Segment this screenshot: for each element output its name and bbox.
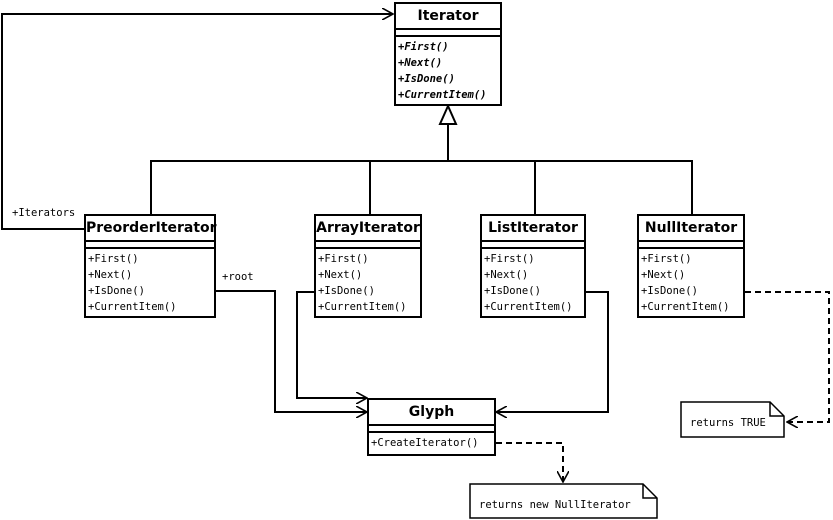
operations-compartment: +First() +Next() +IsDone() +CurrentItem(… xyxy=(396,35,500,103)
operation: +IsDone() xyxy=(641,285,698,297)
root-association xyxy=(216,290,367,412)
operation: +CurrentItem() xyxy=(484,301,573,313)
operation: +Next() xyxy=(318,269,363,281)
generalization-lines xyxy=(150,124,693,214)
operation: +IsDone() xyxy=(88,285,145,297)
iterator-class: Iterator +First() +Next() +IsDone() +Cur… xyxy=(394,2,502,106)
operations-compartment: +First() +Next() +IsDone() +CurrentItem(… xyxy=(639,247,743,315)
operations-compartment: +First() +Next() +IsDone() +CurrentItem(… xyxy=(316,247,420,315)
operations-compartment: +First() +Next() +IsDone() +CurrentItem(… xyxy=(86,247,214,315)
glyph-note-link xyxy=(496,442,563,482)
attributes-compartment xyxy=(482,240,584,247)
attributes-compartment xyxy=(396,28,500,35)
class-name: NullIterator xyxy=(644,220,738,236)
operation: +CurrentItem() xyxy=(318,301,407,313)
attributes-compartment xyxy=(86,240,214,247)
glyph-class: Glyph +CreateIterator() xyxy=(367,398,496,456)
note-shapes xyxy=(469,401,785,519)
iterators-association xyxy=(1,14,393,230)
operation: +IsDone() xyxy=(318,285,375,297)
operation: +Next() xyxy=(484,269,529,281)
operation: +Next() xyxy=(398,57,443,69)
operations-compartment: +First() +Next() +IsDone() +CurrentItem(… xyxy=(482,247,584,315)
operation: +First() xyxy=(88,253,139,265)
class-name: ListIterator xyxy=(488,220,578,236)
null-isdone-note: returns TRUE xyxy=(681,402,785,438)
iterators-role-label: +Iterators xyxy=(12,207,76,219)
root-role-label: +root xyxy=(222,271,254,283)
preorder-iterator-class: PreorderIterator +First() +Next() +IsDon… xyxy=(84,214,217,318)
note-text: returns TRUE xyxy=(690,417,766,429)
attributes-compartment xyxy=(316,240,420,247)
operation: +IsDone() xyxy=(484,285,541,297)
create-iterator-note: returns new NullIterator xyxy=(470,484,658,518)
list-glyph-association xyxy=(496,291,609,412)
operation: +Next() xyxy=(641,269,686,281)
attributes-compartment xyxy=(369,424,494,431)
generalization-triangle xyxy=(438,103,458,125)
operation: +First() xyxy=(318,253,369,265)
class-name: ArrayIterator xyxy=(316,220,420,236)
operation: +First() xyxy=(398,41,449,53)
operation: +CurrentItem() xyxy=(398,89,487,101)
attributes-compartment xyxy=(639,240,743,247)
operation: +IsDone() xyxy=(398,73,455,85)
array-glyph-association xyxy=(296,291,367,398)
operation: +First() xyxy=(484,253,535,265)
class-name: Glyph xyxy=(408,404,455,420)
operations-compartment: +CreateIterator() xyxy=(369,431,494,451)
null-iterator-class: NullIterator +First() +Next() +IsDone() … xyxy=(637,214,745,318)
class-name: Iterator xyxy=(417,8,479,24)
operation: +Next() xyxy=(88,269,133,281)
operation: +CurrentItem() xyxy=(88,301,177,313)
operation: +CurrentItem() xyxy=(641,301,730,313)
class-name: PreorderIterator xyxy=(86,220,217,236)
operation: +First() xyxy=(641,253,692,265)
null-note-link xyxy=(745,291,830,422)
operation: +CreateIterator() xyxy=(371,437,479,449)
array-iterator-class: ArrayIterator +First() +Next() +IsDone()… xyxy=(314,214,422,318)
note-text: returns new NullIterator xyxy=(479,499,631,511)
list-iterator-class: ListIterator +First() +Next() +IsDone() … xyxy=(480,214,586,318)
